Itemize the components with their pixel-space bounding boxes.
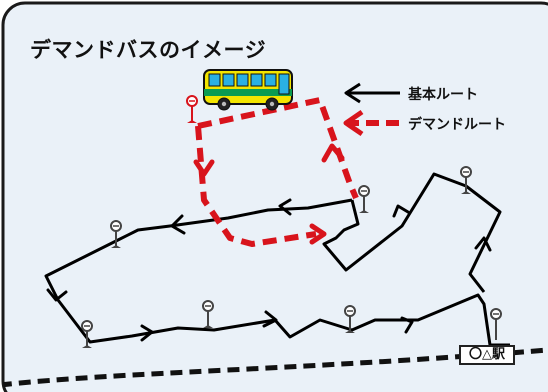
- demand-route-arrow: [321, 143, 345, 163]
- route-arrow: [474, 236, 492, 252]
- demand-route-arrow: [193, 159, 215, 177]
- legend-basic-route-label: 基本ルート: [408, 87, 478, 103]
- route-arrow: [400, 316, 414, 334]
- bus-stop-icon: [186, 95, 198, 123]
- route-arrow: [392, 204, 410, 218]
- bus-stop-icon: [490, 308, 502, 340]
- demand-route-arrow: [309, 223, 327, 245]
- bus-stop-icon: [81, 320, 93, 348]
- bus-stop-icon: [358, 185, 370, 213]
- basic-route-line-east: [322, 172, 502, 293]
- route-arrow: [170, 214, 186, 235]
- route-arrow: [46, 288, 68, 302]
- bus-stop-icon: [460, 166, 472, 194]
- route-arrow: [278, 198, 292, 216]
- bus-stop-icon: [202, 300, 214, 328]
- legend-basic-route-symbol: [344, 82, 400, 104]
- route-arrow: [262, 310, 278, 328]
- route-arrow: [140, 324, 154, 342]
- legend-demand-route-label: デマンドルート: [408, 117, 506, 133]
- legend-demand-route-symbol: [343, 109, 402, 137]
- demand-route-line: [197, 97, 359, 200]
- bus-stop-icon: [344, 305, 356, 333]
- diagram-title: デマンドバスのイメージ: [30, 38, 267, 62]
- station-label: 〇△駅: [459, 345, 515, 365]
- basic-route-line: [44, 198, 510, 347]
- bus-icon: [203, 69, 293, 111]
- bus-stop-icon: [110, 220, 122, 248]
